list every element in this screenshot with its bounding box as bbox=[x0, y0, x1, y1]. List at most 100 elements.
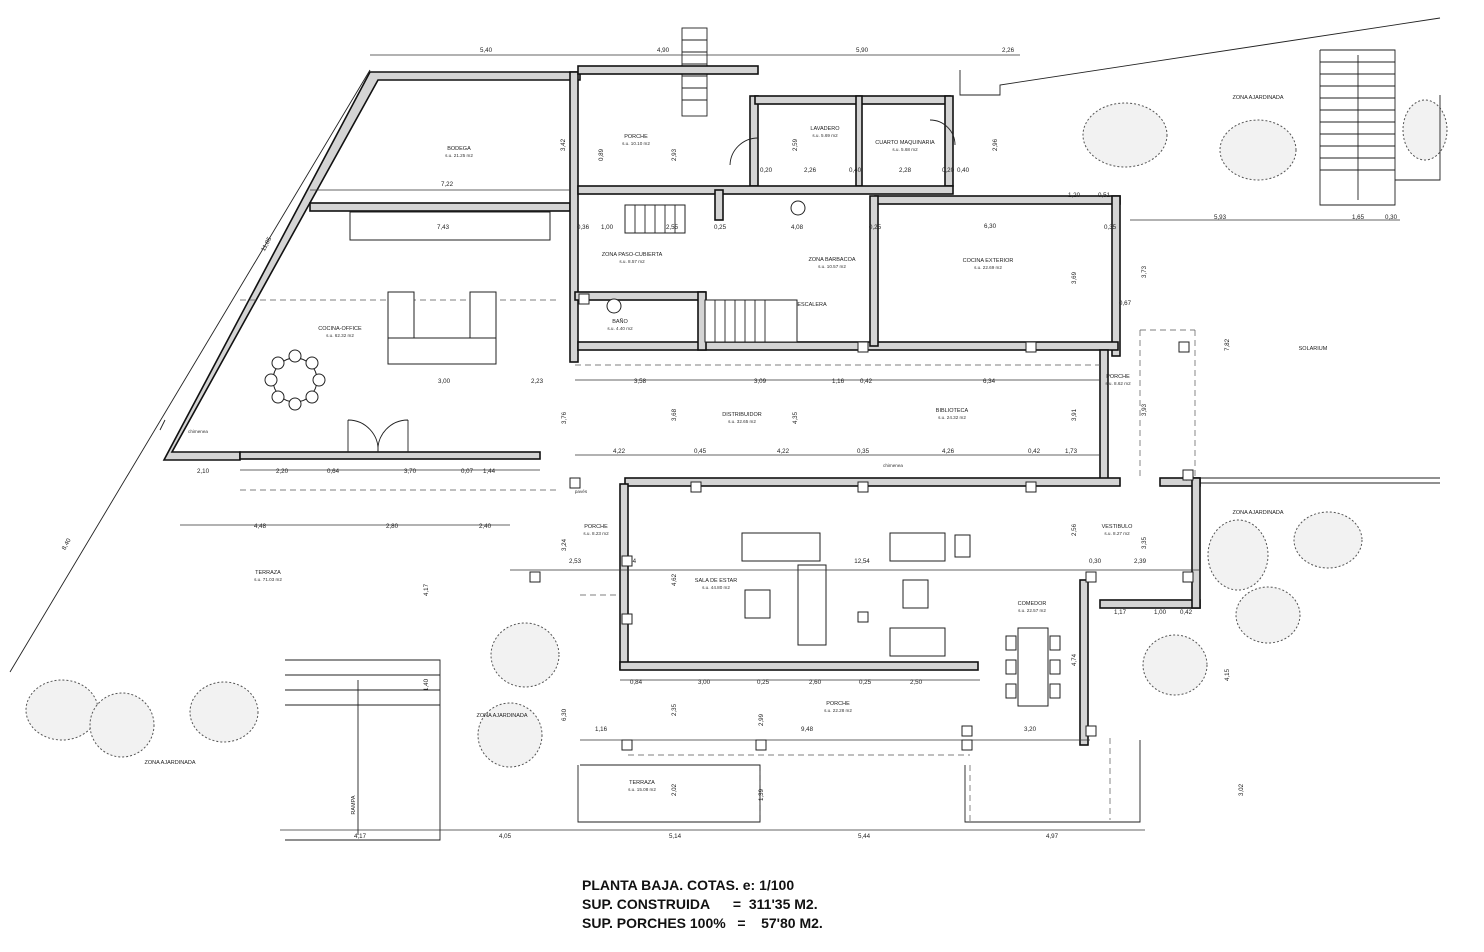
dim-label: 4,17 bbox=[354, 833, 367, 840]
dimension-lines bbox=[180, 54, 1400, 831]
plan-title: PLANTA BAJA. COTAS. e: 1/100 bbox=[582, 877, 795, 893]
dim-label: 0,45 bbox=[694, 448, 707, 455]
dim-label: 0,20 bbox=[760, 167, 773, 174]
dim-label: 2,80 bbox=[386, 523, 399, 530]
room-name: PORCHE bbox=[584, 524, 608, 530]
dim-label: 2,26 bbox=[1002, 47, 1015, 54]
room-area: s.u. 32.65 m2 bbox=[728, 419, 756, 424]
tree bbox=[1219, 119, 1297, 181]
chimney-label: chimenea bbox=[883, 463, 903, 468]
dim-label: 3,35 bbox=[1141, 536, 1148, 549]
dim-label: 3,73 bbox=[1141, 265, 1148, 278]
dim-label: 4,90 bbox=[657, 47, 670, 54]
zone-label: ZONA AJARDINADA bbox=[1232, 510, 1283, 516]
dim-label: 6,34 bbox=[983, 378, 996, 385]
room-area: s.u. 10.10 m2 bbox=[622, 141, 650, 146]
column-marker bbox=[755, 739, 767, 751]
dim-label: 4,22 bbox=[613, 448, 626, 455]
dim-label: 7,43 bbox=[437, 224, 450, 231]
dim-label: 0,42 bbox=[1180, 609, 1193, 616]
dim-label: 0,64 bbox=[327, 468, 340, 475]
tree bbox=[89, 692, 155, 758]
dim-label: 3,24 bbox=[561, 538, 568, 551]
tree bbox=[1142, 634, 1208, 696]
room-name: CUARTO MAQUINARIA bbox=[875, 140, 935, 146]
column-marker bbox=[857, 481, 869, 493]
dim-label: 0,30 bbox=[1385, 214, 1398, 221]
room-name: LAVADERO bbox=[810, 126, 840, 132]
tree bbox=[1235, 586, 1301, 644]
dim-label: 2,02 bbox=[671, 783, 678, 796]
column-marker bbox=[961, 739, 973, 751]
column-marker bbox=[857, 611, 869, 623]
room-name: BAÑO bbox=[612, 318, 628, 325]
ramp-label: RAMPA bbox=[351, 795, 357, 814]
dim-label: 0,35 bbox=[1104, 224, 1117, 231]
room-area: s.u. 4.40 m2 bbox=[607, 326, 633, 331]
dim-label: 2,50 bbox=[910, 679, 923, 686]
room-area: s.u. 22.57 m2 bbox=[1018, 608, 1046, 613]
structure-lines bbox=[240, 299, 1196, 825]
porch-area: SUP. PORCHES 100% = 57'80 M2. bbox=[582, 915, 823, 931]
room-name: ZONA PASO-CUBIERTA bbox=[602, 252, 663, 258]
room-name: BIBLIOTECA bbox=[936, 408, 969, 414]
dim-label: 1,20 bbox=[1068, 192, 1081, 199]
staircase bbox=[704, 299, 798, 343]
dim-label: 3,91 bbox=[1071, 408, 1078, 421]
furniture bbox=[264, 119, 1061, 707]
dim-label: 4,74 bbox=[1071, 653, 1078, 666]
dim-label: 4,97 bbox=[1046, 833, 1059, 840]
column-marker bbox=[569, 477, 581, 489]
room-name: PORCHE bbox=[1106, 374, 1130, 380]
column-marker bbox=[621, 739, 633, 751]
dim-label: 2,20 bbox=[276, 468, 289, 475]
sofa bbox=[741, 532, 821, 562]
dim-label: 4,35 bbox=[792, 411, 799, 424]
dim-label: 2,55 bbox=[666, 224, 679, 231]
dim-label: 2,93 bbox=[671, 148, 678, 161]
zone-label: ZONA AJARDINADA bbox=[144, 760, 195, 766]
column-marker bbox=[857, 341, 869, 353]
dim-label: 4,26 bbox=[942, 448, 955, 455]
dimension-labels: 5,40 4,90 5,90 2,26 4,17 4,05 5,14 5,44 … bbox=[197, 47, 1398, 840]
room-name: SALA DE ESTAR bbox=[695, 578, 737, 584]
dim-label: 2,39 bbox=[1134, 558, 1147, 565]
dim-label: 2,28 bbox=[899, 167, 912, 174]
room-name: COCINA-OFFICE bbox=[318, 326, 362, 332]
dim-label: 5,93 bbox=[1214, 214, 1227, 221]
dim-label: 9,48 bbox=[801, 726, 814, 733]
zone-labels: ZONA AJARDINADA ZONA AJARDINADA ZONA AJA… bbox=[144, 95, 1283, 815]
dim-label: 3,02 bbox=[1238, 783, 1245, 796]
room-area: s.u. 71.03 m2 bbox=[254, 577, 282, 582]
sofa bbox=[889, 532, 946, 562]
built-area: SUP. CONSTRUIDA = 311'35 M2. bbox=[582, 896, 818, 912]
dim-label: 6,30 bbox=[561, 708, 568, 721]
dim-label: 2,56 bbox=[1071, 523, 1078, 536]
dim-label: 0,84 bbox=[630, 679, 643, 686]
dim-label: 0,42 bbox=[1028, 448, 1041, 455]
dim-label: 2,40 bbox=[479, 523, 492, 530]
column-marker bbox=[961, 725, 973, 737]
room-area: s.u. 62.32 m2 bbox=[326, 333, 354, 338]
zone-label: ZONA AJARDINADA bbox=[476, 713, 527, 719]
room-name: COMEDOR bbox=[1018, 601, 1047, 607]
dim-label: 4,48 bbox=[254, 523, 267, 530]
dim-label: 2,35 bbox=[671, 703, 678, 716]
dim-label: 1,16 bbox=[595, 726, 608, 733]
room-area: s.u. 15.08 m2 bbox=[628, 787, 656, 792]
dim-label: 0,89 bbox=[598, 148, 605, 161]
room-area: s.u. 8.23 m2 bbox=[583, 531, 609, 536]
dim-label: 3,09 bbox=[754, 378, 767, 385]
room-name: PORCHE bbox=[624, 134, 648, 140]
dim-label: 0,25 bbox=[859, 679, 872, 686]
dim-label: 1,00 bbox=[1154, 609, 1167, 616]
room-name: PORCHE bbox=[826, 701, 850, 707]
room-name: ZONA BARBACOA bbox=[808, 257, 855, 263]
dim-label: 1,16 bbox=[832, 378, 845, 385]
room-area: s.u. 22.28 m2 bbox=[824, 708, 852, 713]
dim-label: 4,17 bbox=[423, 583, 430, 596]
dim-label: 3,69 bbox=[1071, 271, 1078, 284]
room-area: s.u. 44.80 m2 bbox=[702, 585, 730, 590]
dim-label: 2,96 bbox=[992, 138, 999, 151]
room-area: s.u. 21.25 m2 bbox=[445, 153, 473, 158]
